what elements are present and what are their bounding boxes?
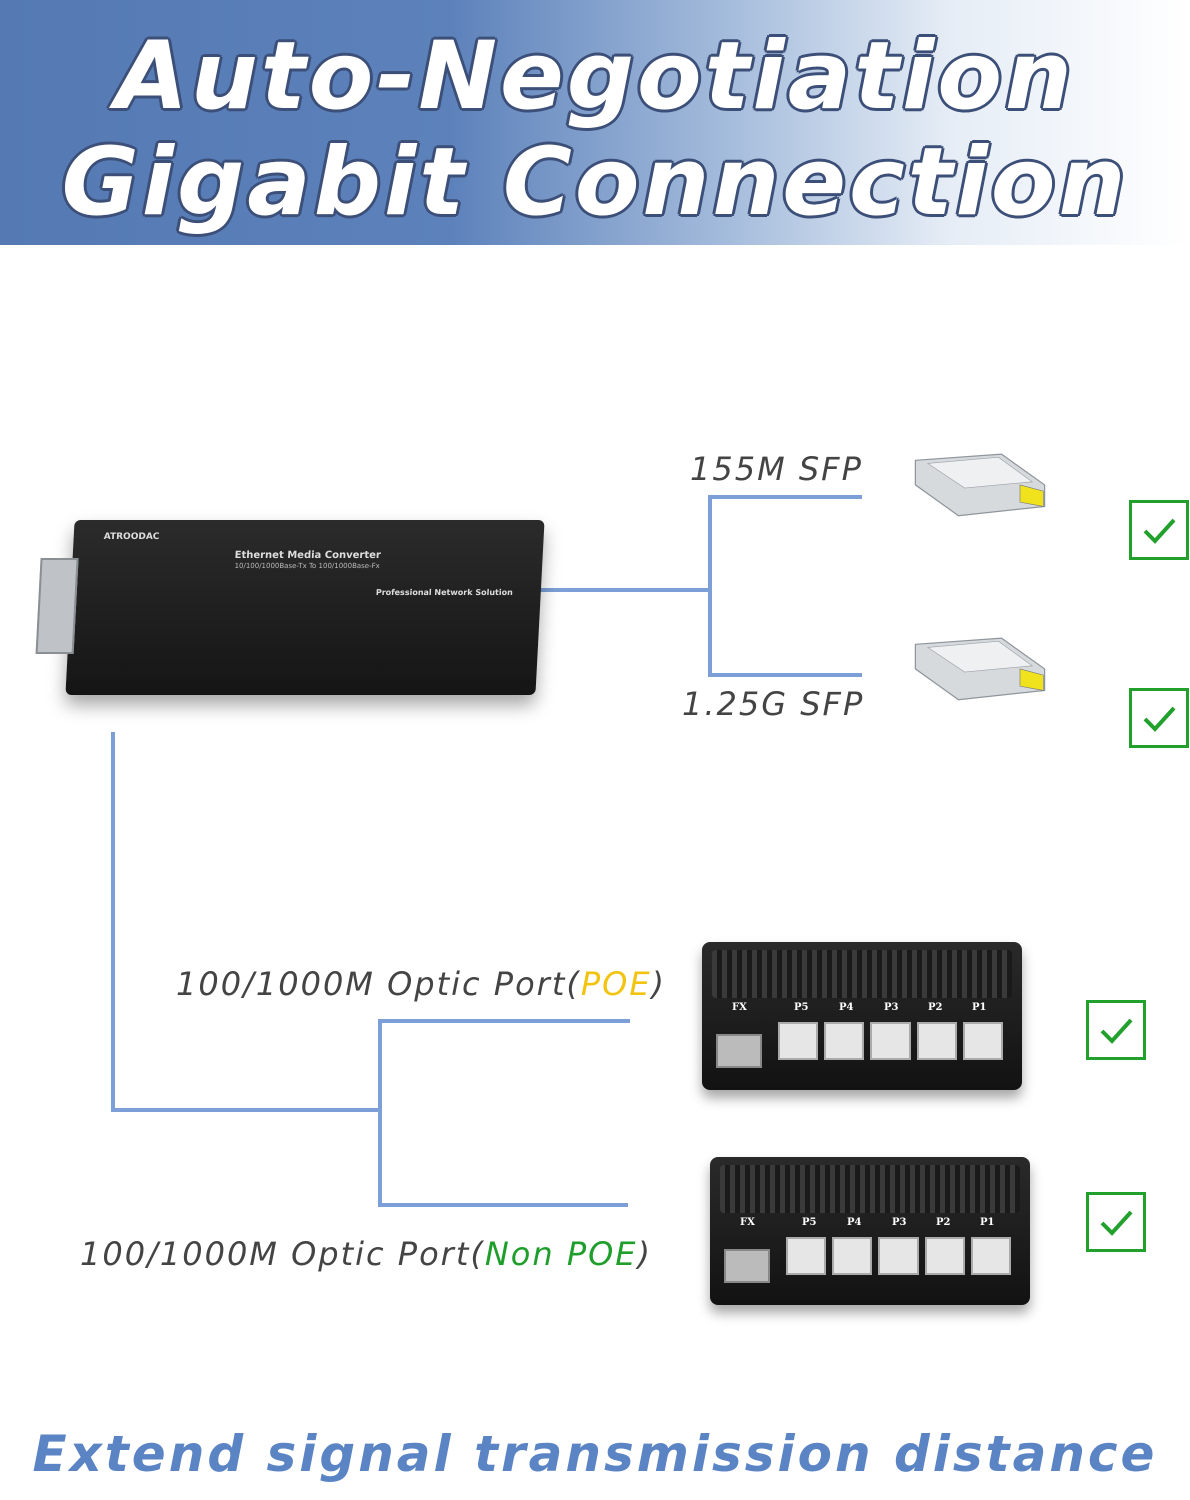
label-nonpoe-suffix: ) (637, 1235, 652, 1273)
sfp-slot (716, 1034, 762, 1068)
rj45-port (786, 1237, 827, 1275)
switch-nonpoe: FX P5 P4 P3 P2 P1 (710, 1157, 1030, 1305)
rj45-port (870, 1022, 911, 1060)
converter-tagline: Professional Network Solution (375, 588, 514, 597)
rj45-port (970, 1237, 1012, 1275)
sfp-module-125g (914, 637, 1046, 701)
rj45-port (778, 1022, 819, 1060)
check-icon (1129, 500, 1189, 560)
rj45-port (824, 1022, 865, 1060)
label-poe-port: 100/1000M Optic Port(POE) (176, 965, 666, 1003)
label-poe-highlight: POE (580, 965, 652, 1003)
port-label-p2: P2 (936, 1217, 951, 1228)
converter-brand: ATROODAC (103, 532, 160, 542)
switch-heatsink (720, 1165, 1020, 1213)
label-poe-prefix: 100/1000M Optic Port( (176, 965, 581, 1003)
media-converter: ATROODAC Ethernet Media Converter 10/100… (35, 520, 545, 695)
port-label-p1: P1 (980, 1217, 995, 1228)
check-icon (1086, 1192, 1146, 1252)
label-155m-sfp: 155M SFP (690, 450, 863, 488)
port-label-p4: P4 (847, 1217, 862, 1228)
converter-title: Ethernet Media Converter (234, 550, 382, 561)
check-icon (1129, 688, 1189, 748)
rj45-ports (786, 1237, 1012, 1275)
sfp-module-155m (914, 453, 1046, 517)
converter-ports (35, 558, 79, 654)
converter-subtitle: 10/100/1000Base-Tx To 100/1000Base-Fx (234, 562, 381, 570)
sfp-slot (724, 1249, 770, 1283)
sfp-bracket (708, 495, 862, 677)
switch-bracket (378, 1019, 630, 1207)
rj45-port (832, 1237, 873, 1275)
port-label-p4: P4 (839, 1002, 854, 1013)
rj45-ports (778, 1022, 1004, 1060)
rj45-port (916, 1022, 957, 1060)
label-nonpoe-port: 100/1000M Optic Port(Non POE) (80, 1235, 652, 1273)
switch-poe: FX P5 P4 P3 P2 P1 (702, 942, 1022, 1090)
port-label-p5: P5 (794, 1002, 809, 1013)
header-banner (0, 0, 1190, 245)
footer-tagline: Extend signal transmission distance (32, 1425, 1158, 1483)
check-icon (1086, 1000, 1146, 1060)
label-125g-sfp: 1.25G SFP (682, 685, 865, 723)
rj45-port (924, 1237, 965, 1275)
label-nonpoe-prefix: 100/1000M Optic Port( (80, 1235, 485, 1273)
label-poe-suffix: ) (651, 965, 667, 1003)
port-label-fx: FX (740, 1217, 755, 1228)
port-label-fx: FX (732, 1002, 747, 1013)
line-converter-down (111, 732, 380, 1112)
port-label-p5: P5 (802, 1217, 817, 1228)
rj45-port (962, 1022, 1004, 1060)
port-label-p2: P2 (928, 1002, 943, 1013)
switch-heatsink (712, 950, 1012, 998)
port-label-p3: P3 (884, 1002, 899, 1013)
port-label-p1: P1 (972, 1002, 987, 1013)
label-nonpoe-highlight: Non POE (484, 1235, 638, 1273)
title-line-2: Gigabit Connection (61, 128, 1129, 237)
title-line-1: Auto-Negotiation (115, 22, 1075, 131)
rj45-port (878, 1237, 919, 1275)
port-label-p3: P3 (892, 1217, 907, 1228)
